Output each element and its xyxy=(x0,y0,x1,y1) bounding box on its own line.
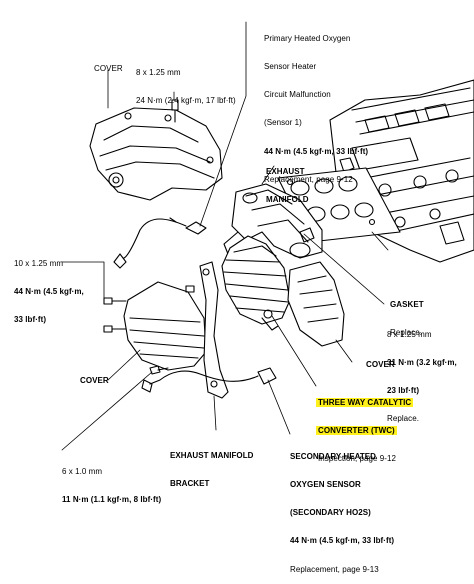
primary-sensor-title-1: Primary Heated Oxygen xyxy=(264,33,351,43)
bolt-6x10-spec: 6 x 1.0 mm 11 N·m (1.1 kgf·m, 8 lbf·ft) xyxy=(62,448,161,514)
bracket-label: EXHAUST MANIFOLD BRACKET xyxy=(170,432,253,498)
leader-lines xyxy=(61,21,389,451)
secondary-sensor-title-3: (SECONDARY HO2S) xyxy=(290,508,371,518)
exhaust-manifold-exploded-diagram xyxy=(61,21,474,451)
bolt-8x125-torque: 24 N·m (2.4 kgf·m, 17 lbf·ft) xyxy=(136,96,236,106)
twc-title-2: CONVERTER (TWC) xyxy=(316,426,397,436)
bracket-label-1: EXHAUST MANIFOLD xyxy=(170,450,254,460)
bolt-8x125-b-torque: 31 N·m (3.2 kgf·m, xyxy=(387,358,457,368)
secondary-oxygen-sensor-drawing xyxy=(141,367,277,393)
cover-left-label: COVER xyxy=(80,376,109,385)
exhaust-manifold-drawing xyxy=(223,183,323,259)
gasket-name: GASKET xyxy=(390,299,424,309)
exhaust-manifold-label-2: MANIFOLD xyxy=(266,195,309,205)
cover-top-label: COVER xyxy=(94,64,123,73)
twc-title-1: THREE WAY CATALYTIC xyxy=(316,397,414,407)
exhaust-manifold-label-1: EXHAUST xyxy=(266,166,305,176)
catalytic-converter-drawing xyxy=(221,235,291,331)
bolt-10x125-torque-2: 33 lbf·ft) xyxy=(14,315,47,325)
primary-sensor-replace[interactable]: Replacement, page 9-12 xyxy=(264,174,353,184)
cover-right-label: COVER xyxy=(366,360,395,369)
primary-oxygen-sensor-drawing xyxy=(113,217,207,269)
primary-sensor-title-2: Sensor Heater xyxy=(264,62,317,72)
secondary-sensor-title-1: SECONDARY HEATED xyxy=(290,451,376,461)
exhaust-manifold-bracket-drawing xyxy=(199,261,229,399)
exhaust-manifold-label: EXHAUST MANIFOLD xyxy=(266,148,309,214)
bolt-8x125-b-spec: 8 x 1.25 mm 31 N·m (3.2 kgf·m, 23 lbf·ft… xyxy=(387,311,457,433)
bolt-8x125-b-size: 8 x 1.25 mm xyxy=(387,329,432,339)
twc-label: THREE WAY CATALYTIC CONVERTER (TWC) Insp… xyxy=(316,379,414,473)
bolt-10x125-torque: 44 N·m (4.5 kgf·m, xyxy=(14,287,84,297)
bolt-8x125-b-torque-2: 23 lbf·ft) xyxy=(387,386,420,396)
bolt-8x125-b-note: Replace. xyxy=(387,414,419,424)
gasket-label: GASKET Replace. xyxy=(390,281,424,347)
right-cover-drawing xyxy=(287,261,345,347)
left-cover-drawing xyxy=(123,281,207,371)
twc-inspection-link[interactable]: Inspection, page 9-12 xyxy=(318,454,396,464)
primary-sensor-label: Primary Heated Oxygen Sensor Heater Circ… xyxy=(264,15,368,194)
fastener-drawings xyxy=(103,99,315,375)
bracket-label-2: BRACKET xyxy=(170,479,210,489)
bolt-8x125-spec: 8 x 1.25 mm 24 N·m (2.4 kgf·m, 17 lbf·ft… xyxy=(136,49,236,115)
secondary-sensor-label: SECONDARY HEATED OXYGEN SENSOR (SECONDAR… xyxy=(290,433,394,584)
primary-sensor-title-4: (Sensor 1) xyxy=(264,118,302,128)
gasket-note: Replace. xyxy=(390,328,422,338)
secondary-sensor-torque: 44 N·m (4.5 kgf·m, 33 lbf·ft) xyxy=(290,536,395,546)
bolt-10x125-spec: 10 x 1.25 mm 44 N·m (4.5 kgf·m, 33 lbf·f… xyxy=(14,240,84,334)
primary-sensor-title-3: Circuit Malfunction xyxy=(264,90,331,100)
secondary-sensor-replace[interactable]: Replacement, page 9-13 xyxy=(290,564,379,574)
top-cover-drawing xyxy=(89,107,223,201)
bolt-6x10-size: 6 x 1.0 mm xyxy=(62,466,103,476)
bolt-10x125-size: 10 x 1.25 mm xyxy=(14,258,64,268)
bolt-6x10-torque: 11 N·m (1.1 kgf·m, 8 lbf·ft) xyxy=(62,495,162,505)
primary-sensor-torque: 44 N·m (4.5 kgf·m, 33 lbf·ft) xyxy=(264,146,369,156)
bolt-8x125-size: 8 x 1.25 mm xyxy=(136,67,181,77)
